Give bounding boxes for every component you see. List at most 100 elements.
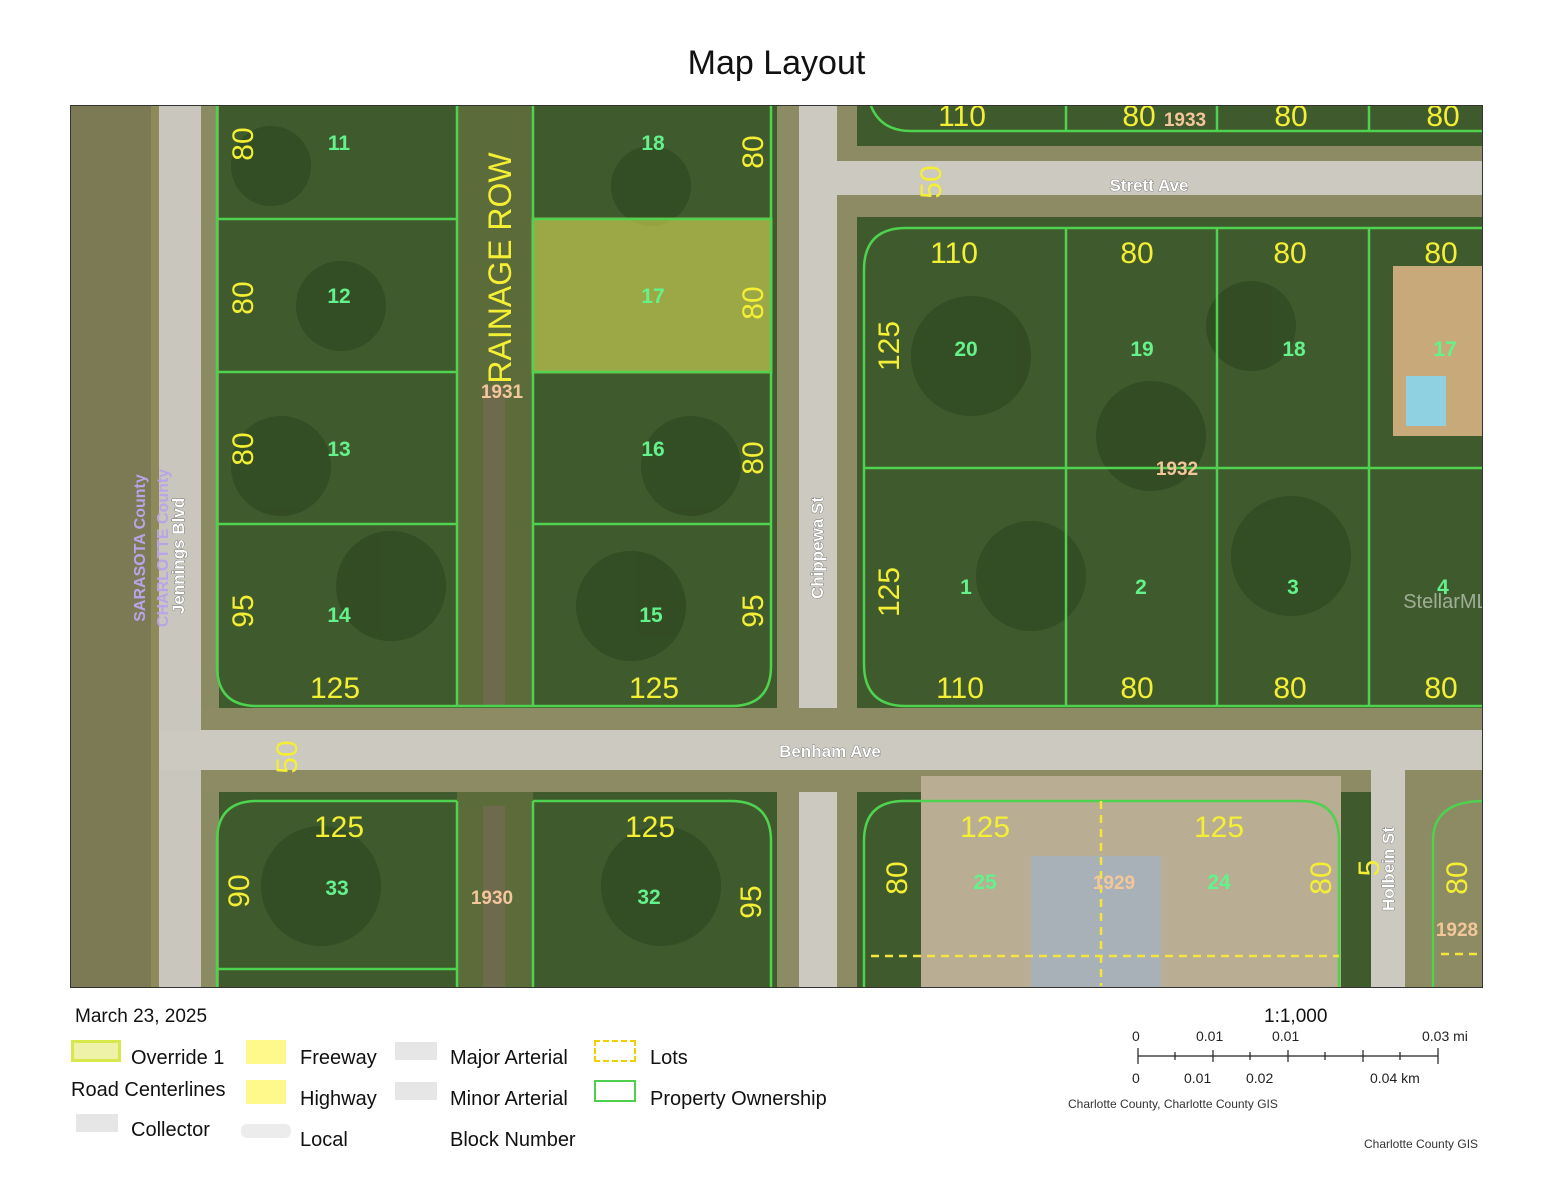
override-swatch	[71, 1040, 121, 1062]
scale-mi-label: 0.01	[1272, 1028, 1300, 1044]
dimension-label: 80	[1424, 672, 1457, 705]
lot-label: 18	[641, 132, 665, 155]
legend-override: Override 1	[131, 1047, 225, 1069]
dimension-label: 125	[960, 811, 1010, 844]
dimension-label: 80	[1120, 237, 1153, 270]
legend-highway: Highway	[300, 1088, 377, 1110]
credit-gis-footer: Charlotte County GIS	[1364, 1137, 1479, 1151]
map-view[interactable]: 11 12 13 14 18 17 16 15 20 19 18 17 1 2 …	[70, 105, 1483, 988]
page-title: Map Layout	[687, 44, 866, 82]
watermark: StellarMLS	[1403, 591, 1483, 613]
lot-label: 33	[325, 877, 348, 900]
scale-mi-label: 0.03 mi	[1422, 1028, 1468, 1044]
lot-label: 17	[1433, 338, 1456, 361]
lot-label: 18	[1282, 338, 1306, 361]
lot-label: 1	[960, 576, 972, 599]
dimension-label: 80	[737, 441, 770, 474]
highway-swatch	[246, 1080, 286, 1104]
lot-label: 25	[973, 871, 997, 894]
dimension-label: 125	[314, 811, 364, 844]
legend-property-ownership: Property Ownership	[650, 1088, 827, 1110]
lot-label: 19	[1130, 338, 1153, 361]
dimension-label: 110	[936, 672, 984, 705]
county-label-sarasota: SARASOTA County	[132, 474, 149, 622]
lot-label: 20	[954, 338, 977, 361]
lot-label: 3	[1287, 576, 1299, 599]
lot-label: 32	[637, 886, 660, 909]
dimension-label: 80	[1122, 106, 1155, 133]
legend-collector: Collector	[131, 1119, 210, 1141]
property-ownership-swatch	[594, 1080, 636, 1102]
dimension-label: 80	[1274, 106, 1307, 133]
dimension-label: 80	[227, 281, 260, 314]
lot-label: 15	[639, 604, 663, 627]
local-swatch	[241, 1124, 291, 1138]
dimension-label: 125	[629, 672, 679, 705]
scale-km-label: 0.01	[1184, 1070, 1212, 1086]
dimension-label: 80	[1120, 672, 1153, 705]
road-label-jennings: Jennings Blvd	[169, 498, 188, 614]
dimension-label: 50	[915, 165, 948, 198]
scale-mi-label: 0	[1132, 1028, 1140, 1044]
lot-label: 2	[1135, 576, 1147, 599]
block-number: 1931	[481, 382, 524, 403]
dimension-label: 80	[227, 432, 260, 465]
road-label-strett: Strett Ave	[1109, 176, 1188, 195]
scale-bar	[1137, 1048, 1439, 1064]
lot-label: 11	[328, 132, 351, 155]
scale-mi-label: 0.01	[1196, 1028, 1224, 1044]
credit-gis: Charlotte County, Charlotte County GIS	[1068, 1097, 1278, 1111]
dimension-label: 95	[735, 885, 768, 918]
minor-arterial-swatch	[395, 1082, 437, 1100]
dimension-label: 80	[1441, 861, 1474, 894]
lot-label: 4	[1437, 576, 1449, 599]
lot-label: 13	[327, 438, 350, 461]
dimension-label: 95	[737, 594, 770, 627]
dimension-label: 110	[938, 106, 986, 133]
legend-block-number: Block Number	[450, 1129, 576, 1151]
dimension-label: 80	[1424, 237, 1457, 270]
legend-major-arterial: Major Arterial	[450, 1047, 568, 1069]
lot-label: 14	[327, 604, 351, 627]
road-label-chippewa: Chippewa St	[808, 497, 827, 599]
county-label-charlotte: CHARLOTTE County	[155, 469, 172, 627]
major-arterial-swatch	[395, 1042, 437, 1060]
dimension-label: 125	[873, 321, 906, 371]
dimension-label: 80	[1273, 237, 1306, 270]
legend-minor-arterial: Minor Arterial	[450, 1088, 568, 1110]
dimension-label: 80	[1305, 861, 1338, 894]
block-number: 1933	[1164, 110, 1206, 131]
dimension-label: 125	[310, 672, 360, 705]
scale-km-label: 0.04 km	[1370, 1070, 1420, 1086]
drainage-row-label: RAINAGE ROW	[482, 152, 518, 384]
dimension-label: 50	[271, 740, 304, 773]
block-number: 1929	[1093, 873, 1135, 894]
road-label-holbein: Holbein St	[1379, 827, 1398, 911]
dimension-label: 95	[227, 594, 260, 627]
block-number: 1928	[1436, 920, 1478, 941]
lot-label: 12	[327, 285, 350, 308]
lot-label: 16	[641, 438, 664, 461]
legend-road-centerlines: Road Centerlines	[71, 1079, 226, 1101]
legend-local: Local	[300, 1129, 348, 1151]
scale-km-label: 0	[1132, 1070, 1140, 1086]
freeway-swatch	[246, 1040, 286, 1064]
lot-label: 24	[1207, 871, 1231, 894]
block-number: 1932	[1156, 459, 1198, 480]
dimension-label: 80	[737, 135, 770, 168]
dimension-label: 125	[1194, 811, 1244, 844]
legend-freeway: Freeway	[300, 1047, 377, 1069]
dimension-label: 110	[930, 237, 978, 270]
dimension-label: 80	[227, 127, 260, 160]
dimension-label: 80	[881, 861, 914, 894]
lot-label: 17	[641, 285, 664, 308]
dimension-label: 5	[1353, 860, 1386, 877]
dimension-label: 80	[737, 286, 770, 319]
legend-lots: Lots	[650, 1047, 688, 1069]
dimension-label: 80	[1426, 106, 1459, 133]
scale-km-label: 0.02	[1246, 1070, 1274, 1086]
dimension-label: 125	[625, 811, 675, 844]
lots-swatch	[594, 1040, 636, 1062]
block-number: 1930	[471, 888, 513, 909]
dimension-label: 80	[1273, 672, 1306, 705]
